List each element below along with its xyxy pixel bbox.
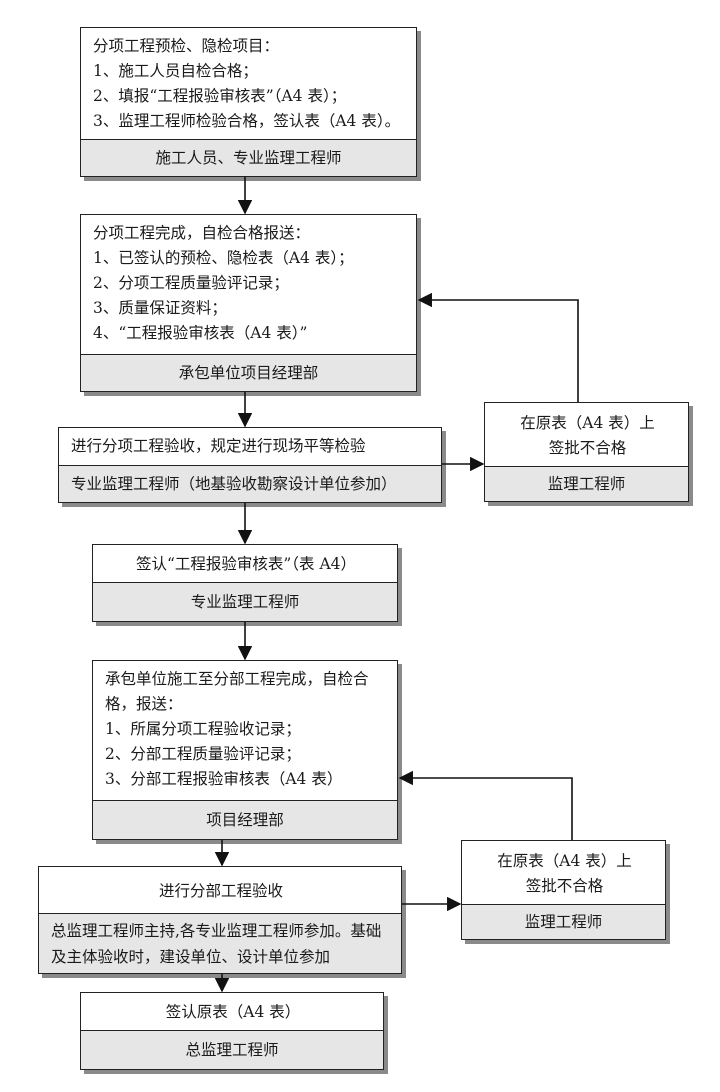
arrow-reject-back-to-box2 [417, 292, 579, 402]
node-division-complete-body: 承包单位施工至分部工程完成，自检合格，报送： 1、所属分项工程验收记录； 2、分… [93, 661, 397, 800]
node-reject-subitem: 在原表（A4 表）上 签批不合格 监理工程师 [484, 402, 689, 502]
node-reject-division-body: 在原表（A4 表）上 签批不合格 [462, 841, 665, 904]
node-text-line: 签认原表（A4 表） [165, 1003, 301, 1021]
node-text-line: 2、分项工程质量验评记录； [93, 274, 289, 292]
node-subitem-complete: 分项工程完成，自检合格报送： 1、已签认的预检、隐检表（A4 表）； 2、分项工… [80, 214, 417, 392]
node-text-line: 承包单位施工至分部工程完成，自检合格，报送： [105, 670, 369, 713]
node-reject-division-footer: 监理工程师 [462, 904, 665, 939]
node-text-line: 2、分部工程质量验评记录； [105, 745, 301, 763]
node-text-line: 进行分部工程验收 [158, 881, 283, 900]
node-sign-report-form: 签认“工程报验审核表”（表 A4） 专业监理工程师 [92, 544, 398, 622]
node-sign-original-form: 签认原表（A4 表） 总监理工程师 [80, 992, 384, 1070]
arrow-reject-back-to-box5 [398, 770, 573, 840]
node-sign-report-form-body: 签认“工程报验审核表”（表 A4） [93, 545, 397, 582]
node-text-line: 在原表（A4 表）上 [497, 851, 632, 870]
node-subitem-complete-body: 分项工程完成，自检合格报送： 1、已签认的预检、隐检表（A4 表）； 2、分项工… [81, 215, 416, 354]
node-text-line: 签认“工程报验审核表”（表 A4） [135, 555, 357, 573]
node-text-line: 3、监理工程师检验合格，签认表（A4 表）。 [93, 112, 401, 130]
node-reject-subitem-footer: 监理工程师 [485, 466, 688, 501]
node-sign-report-form-footer: 专业监理工程师 [93, 582, 397, 621]
node-subitem-precheck-body: 分项工程预检、隐检项目： 1、施工人员自检合格； 2、填报“工程报验审核表”（A… [81, 28, 416, 139]
node-subitem-precheck: 分项工程预检、隐检项目： 1、施工人员自检合格； 2、填报“工程报验审核表”（A… [80, 27, 417, 177]
node-text-line: 签批不合格 [525, 876, 604, 895]
node-reject-subitem-body: 在原表（A4 表）上 签批不合格 [485, 403, 688, 466]
node-text-line: 1、所属分项工程验收记录； [105, 720, 301, 738]
node-subitem-acceptance: 进行分项工程验收，规定进行现场平等检验 专业监理工程师（地基验收勘察设计单位参加… [58, 427, 442, 503]
node-division-acceptance-body: 进行分部工程验收 [39, 867, 401, 913]
node-text-line: 3、分部工程报验审核表（A4 表） [105, 770, 343, 788]
node-text-line: 签批不合格 [548, 438, 627, 457]
node-text-line: 1、施工人员自检合格； [93, 62, 258, 80]
node-text-line: 3、质量保证资料； [93, 299, 227, 317]
node-division-complete: 承包单位施工至分部工程完成，自检合格，报送： 1、所属分项工程验收记录； 2、分… [92, 660, 398, 840]
node-sign-original-form-footer: 总监理工程师 [81, 1030, 383, 1069]
node-text-line: 分项工程预检、隐检项目： [93, 37, 280, 55]
node-subitem-acceptance-footer: 专业监理工程师（地基验收勘察设计单位参加） [59, 465, 441, 502]
node-text-line: 1、已签认的预检、隐检表（A4 表）； [93, 249, 354, 267]
node-division-acceptance: 进行分部工程验收 总监理工程师主持,各专业监理工程师参加。基础及主体验收时，建设… [38, 866, 402, 974]
node-text-line: 进行分项工程验收，规定进行现场平等检验 [71, 437, 366, 455]
node-text-line: 4、“工程报验审核表（A4 表）” [93, 324, 308, 342]
node-subitem-precheck-footer: 施工人员、专业监理工程师 [81, 139, 416, 176]
node-sign-original-form-body: 签认原表（A4 表） [81, 993, 383, 1030]
node-text-line: 分项工程完成，自检合格报送： [93, 224, 311, 242]
node-division-acceptance-footer: 总监理工程师主持,各专业监理工程师参加。基础及主体验收时，建设单位、设计单位参加 [39, 913, 401, 973]
node-text-line: 2、填报“工程报验审核表”（A4 表）； [93, 87, 347, 105]
node-text-line: 在原表（A4 表）上 [520, 413, 655, 432]
node-subitem-acceptance-body: 进行分项工程验收，规定进行现场平等检验 [59, 428, 441, 465]
node-reject-division: 在原表（A4 表）上 签批不合格 监理工程师 [461, 840, 666, 940]
node-division-complete-footer: 项目经理部 [93, 800, 397, 839]
node-subitem-complete-footer: 承包单位项目经理部 [81, 354, 416, 391]
